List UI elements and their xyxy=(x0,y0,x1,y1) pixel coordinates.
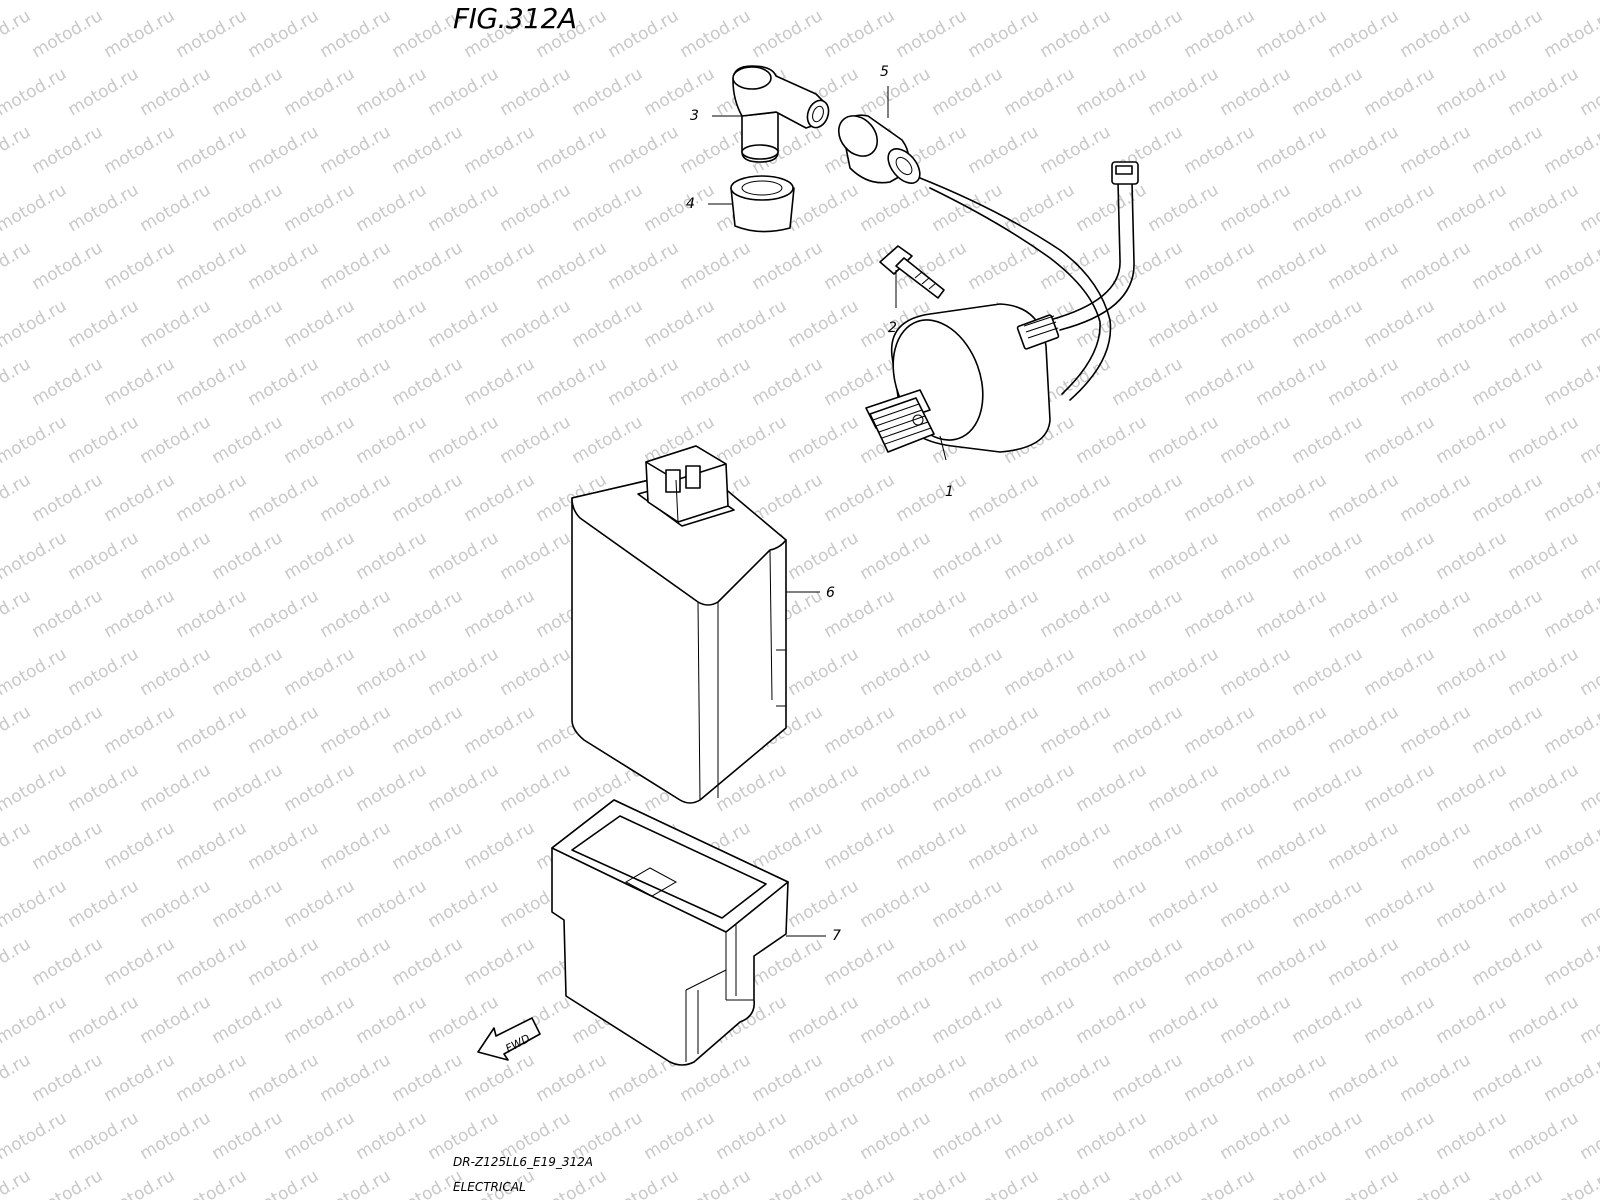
part-1-ignition-coil xyxy=(865,303,1060,453)
part-2-bolt xyxy=(879,245,945,299)
callout-5: 5 xyxy=(880,64,889,80)
leader-lines xyxy=(708,86,947,937)
fwd-arrow: FWD xyxy=(477,1017,541,1061)
part-5-grommet xyxy=(837,114,921,184)
part-3-plug-cap xyxy=(732,65,830,163)
part-4-cover xyxy=(730,175,795,233)
callout-4: 4 xyxy=(686,196,695,212)
part-6-cdi-unit xyxy=(571,445,787,804)
model-code: DR-Z125LL6_E19_312A xyxy=(453,1155,594,1169)
callout-6: 6 xyxy=(826,585,835,601)
section-name: ELECTRICAL xyxy=(453,1180,526,1194)
callout-3: 3 xyxy=(690,108,699,124)
callout-7: 7 xyxy=(832,928,841,944)
figure-title: FIG.312A xyxy=(453,2,577,35)
watermark-text: motod.ru xyxy=(1577,0,1600,4)
callout-2: 2 xyxy=(888,320,897,336)
callout-1: 1 xyxy=(945,484,954,500)
part-7-holder xyxy=(551,799,789,1066)
callouts: 1 2 3 4 5 6 7 xyxy=(686,64,954,944)
